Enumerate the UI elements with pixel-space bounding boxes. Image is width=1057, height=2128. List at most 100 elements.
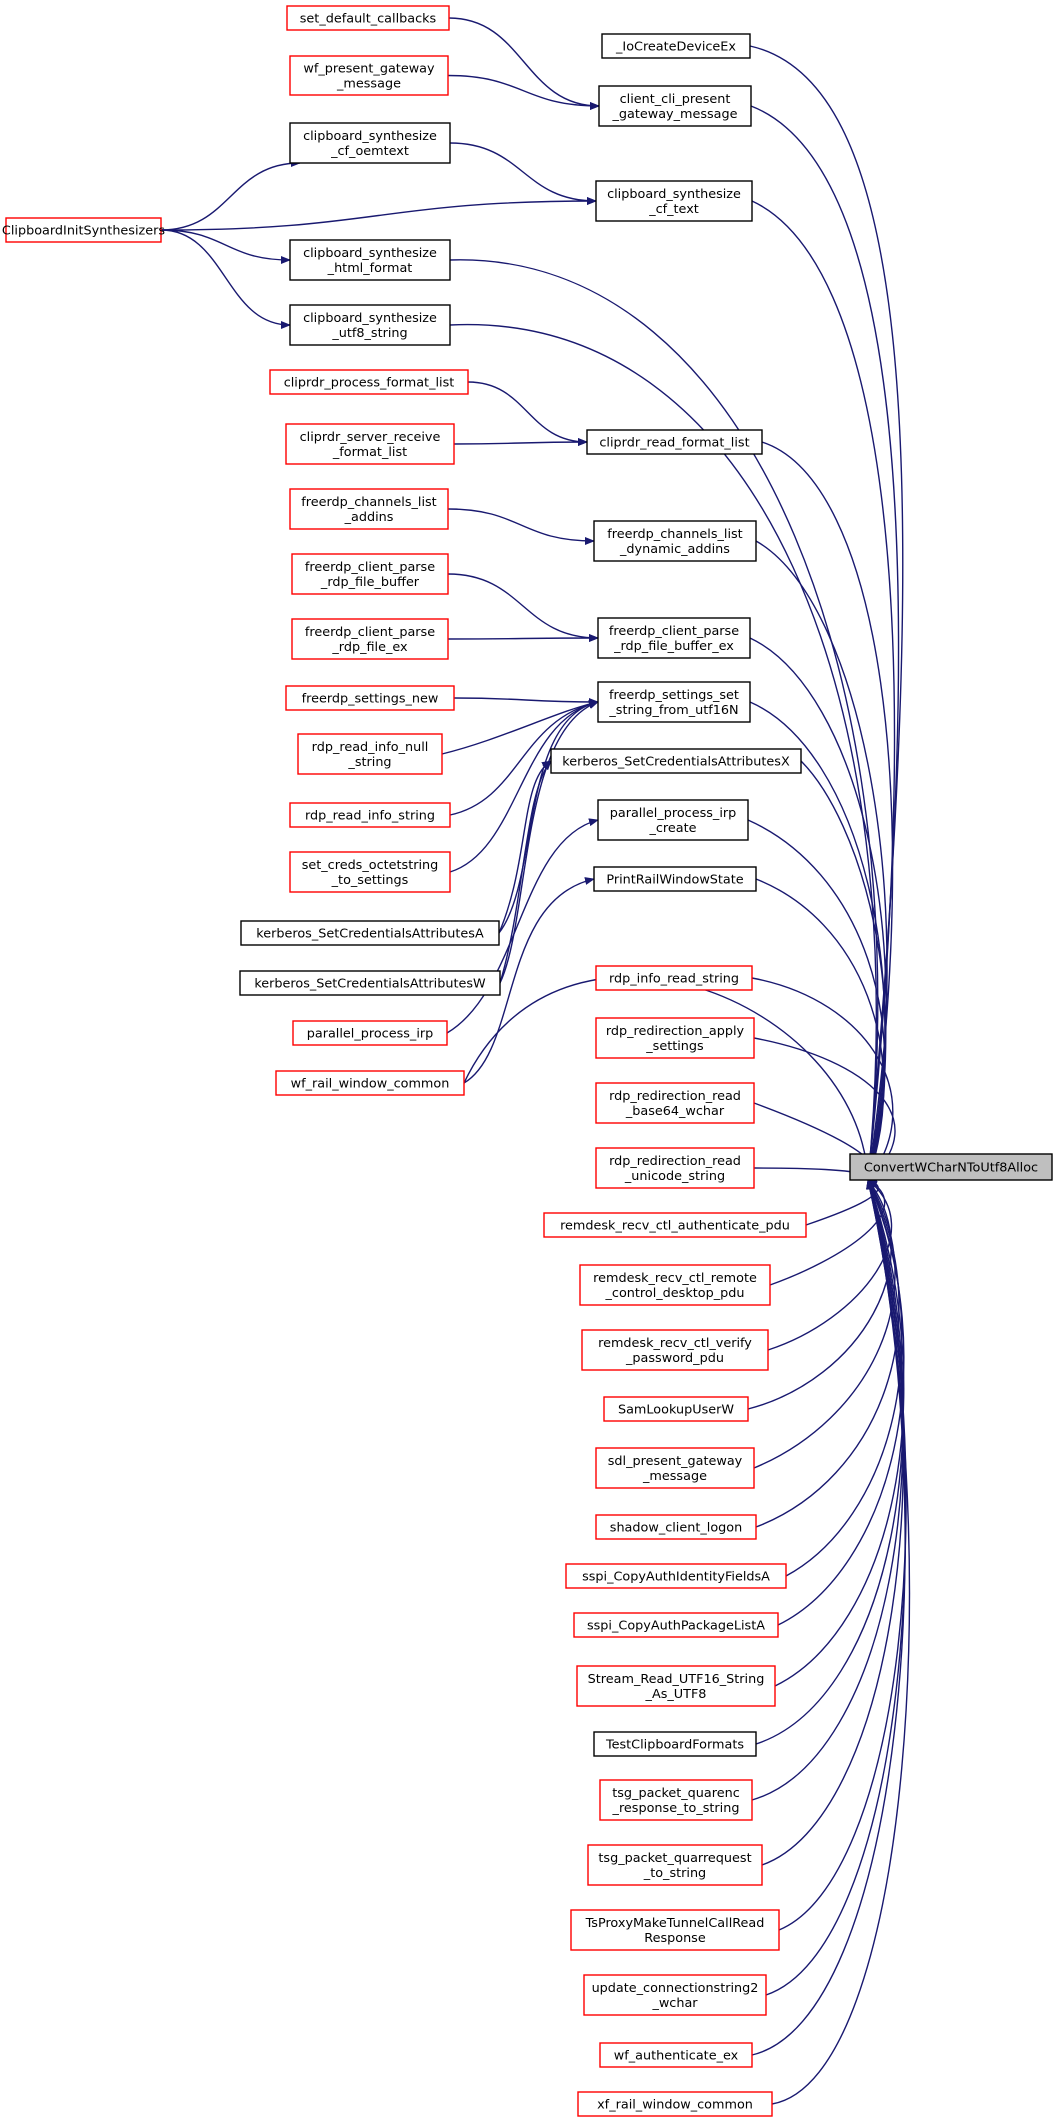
node-fcParseBuf[interactable]: freerdp_client_parse_rdp_file_buffer bbox=[291, 553, 449, 595]
node-printRail[interactable]: PrintRailWindowState bbox=[593, 866, 757, 892]
node-kerbW[interactable]: kerberos_SetCredentialsAttributesW bbox=[239, 970, 501, 996]
node-label: Stream_Read_UTF16_String bbox=[588, 1672, 765, 1687]
node-tsgQuarenc[interactable]: tsg_packet_quarenc_response_to_string bbox=[599, 1779, 753, 1821]
node-xfRail[interactable]: xf_rail_window_common bbox=[577, 2091, 773, 2117]
node-streamRead[interactable]: Stream_Read_UTF16_String_As_UTF8 bbox=[576, 1665, 776, 1707]
node-ppIrp[interactable]: parallel_process_irp bbox=[292, 1020, 448, 1046]
node-label: TestClipboardFormats bbox=[605, 1738, 744, 1753]
node-label: clipboard_synthesize bbox=[607, 187, 741, 202]
node-label: rdp_info_read_string bbox=[609, 972, 739, 987]
node-fcParseBufEx[interactable]: freerdp_client_parse_rdp_file_buffer_ex bbox=[597, 617, 751, 659]
node-setDefCb[interactable]: set_default_callbacks bbox=[286, 5, 450, 31]
node-fsNew[interactable]: freerdp_settings_new bbox=[285, 685, 455, 711]
node-label: _format_list bbox=[332, 445, 407, 460]
node-label: wf_present_gateway bbox=[303, 62, 435, 77]
node-box bbox=[292, 1020, 448, 1046]
node-label: _to_string bbox=[643, 1866, 706, 1881]
node-kerbA[interactable]: kerberos_SetCredentialsAttributesA bbox=[240, 920, 500, 946]
node-label: _to_settings bbox=[331, 873, 409, 888]
node-fcListAddins[interactable]: freerdp_channels_list_addins bbox=[289, 488, 449, 530]
node-label: _wchar bbox=[651, 1996, 698, 2011]
node-box bbox=[603, 1396, 749, 1422]
node-remAuth[interactable]: remdesk_recv_ctl_authenticate_pdu bbox=[543, 1212, 807, 1238]
node-rdpInfoNull[interactable]: rdp_read_info_null_string bbox=[297, 733, 443, 775]
edge-cbInit-to-cbUtf8 bbox=[160, 229, 291, 329]
node-cbInit[interactable]: ClipboardInitSynthesizers bbox=[2, 217, 165, 243]
node-remRemote[interactable]: remdesk_recv_ctl_remote_control_desktop_… bbox=[579, 1264, 771, 1306]
node-label: xf_rail_window_common bbox=[597, 2098, 753, 2113]
node-remVerify[interactable]: remdesk_recv_ctl_verify_password_pdu bbox=[581, 1329, 769, 1371]
node-tsgQuarreq[interactable]: tsg_packet_quarrequest_to_string bbox=[587, 1844, 763, 1886]
node-label: SamLookupUserW bbox=[618, 1403, 734, 1418]
node-setCreds[interactable]: set_creds_octetstring_to_settings bbox=[289, 851, 451, 893]
node-cbText[interactable]: clipboard_synthesize_cf_text bbox=[595, 180, 753, 222]
edge-tsProxy-to-target bbox=[778, 1179, 907, 1931]
node-samLookup[interactable]: SamLookupUserW bbox=[603, 1396, 749, 1422]
node-shadowLogon[interactable]: shadow_client_logon bbox=[595, 1514, 757, 1540]
node-wfRail[interactable]: wf_rail_window_common bbox=[275, 1070, 465, 1096]
edge-cliprdrRead-to-target bbox=[761, 441, 894, 1181]
node-box bbox=[598, 85, 752, 127]
node-cliprdrProc[interactable]: cliprdr_process_format_list bbox=[269, 369, 469, 395]
node-target[interactable]: ConvertWCharNToUtf8Alloc bbox=[849, 1153, 1053, 1181]
node-box bbox=[595, 1017, 755, 1059]
node-box bbox=[543, 1212, 807, 1238]
node-label: sspi_CopyAuthIdentityFieldsA bbox=[582, 1570, 770, 1585]
node-box bbox=[565, 1563, 787, 1589]
edge-streamRead-to-target bbox=[774, 1179, 905, 1687]
node-cbOem[interactable]: clipboard_synthesize_cf_oemtext bbox=[289, 122, 451, 164]
node-rdpRedirUni[interactable]: rdp_redirection_read_unicode_string bbox=[595, 1147, 755, 1189]
node-rdpRedirApply[interactable]: rdp_redirection_apply_settings bbox=[595, 1017, 755, 1059]
node-ioCreate[interactable]: _IoCreateDeviceEx bbox=[601, 33, 751, 59]
edge-cbText-to-target bbox=[751, 200, 896, 1181]
node-kerbX[interactable]: kerberos_SetCredentialsAttributesX bbox=[550, 748, 802, 774]
node-cbUtf8[interactable]: clipboard_synthesize_utf8_string bbox=[289, 304, 451, 346]
node-box bbox=[289, 488, 449, 530]
edge-fcListAddins-to-fcListDyn bbox=[447, 508, 595, 545]
edge-fcParseBufEx-to-target bbox=[749, 637, 887, 1181]
node-wfPresent[interactable]: wf_present_gateway_message bbox=[289, 55, 449, 96]
node-box bbox=[275, 1070, 465, 1096]
node-updConn[interactable]: update_connectionstring2_wchar bbox=[583, 1974, 767, 2016]
edge-kerbW-to-fsSetStr bbox=[499, 701, 599, 984]
node-rdpInfoReadStr[interactable]: rdp_info_read_string bbox=[595, 965, 753, 991]
node-rdpInfoStr[interactable]: rdp_read_info_string bbox=[289, 802, 451, 828]
nodes-layer: ConvertWCharNToUtf8Alloc _IoCreateDeviceE… bbox=[2, 5, 1053, 2117]
node-box bbox=[595, 1447, 755, 1489]
edge-rdpInfoStr-to-fsSetStr bbox=[449, 700, 599, 816]
node-cliprdrSrv[interactable]: cliprdr_server_receive_format_list bbox=[285, 423, 455, 465]
node-fcParseEx[interactable]: freerdp_client_parse_rdp_file_ex bbox=[291, 618, 449, 660]
node-ppIrpCreate[interactable]: parallel_process_irp_create bbox=[597, 799, 749, 841]
node-label: sdl_present_gateway bbox=[608, 1454, 743, 1469]
node-sdlPresent[interactable]: sdl_present_gateway_message bbox=[595, 1447, 755, 1489]
node-label: set_creds_octetstring bbox=[302, 858, 439, 873]
node-box bbox=[597, 681, 751, 723]
node-testClip[interactable]: TestClipboardFormats bbox=[593, 1731, 757, 1757]
node-fcListDyn[interactable]: freerdp_channels_list_dynamic_addins bbox=[593, 520, 757, 562]
node-box bbox=[601, 33, 751, 59]
node-clientCli[interactable]: client_cli_present_gateway_message bbox=[598, 85, 752, 127]
node-label: freerdp_settings_set bbox=[609, 688, 739, 703]
edge-sdlPresent-to-target bbox=[753, 1179, 896, 1469]
node-sspiIdent[interactable]: sspi_CopyAuthIdentityFieldsA bbox=[565, 1563, 787, 1589]
node-wfAuth[interactable]: wf_authenticate_ex bbox=[599, 2042, 753, 2068]
node-cbHtml[interactable]: clipboard_synthesize_html_format bbox=[289, 239, 451, 281]
node-box bbox=[593, 1731, 757, 1757]
node-fsSetStr[interactable]: freerdp_settings_set_string_from_utf16N bbox=[597, 681, 751, 723]
node-box bbox=[593, 520, 757, 562]
node-sspiPkg[interactable]: sspi_CopyAuthPackageListA bbox=[573, 1612, 779, 1638]
node-label: _IoCreateDeviceEx bbox=[615, 40, 736, 55]
node-label: _gateway_message bbox=[611, 107, 737, 122]
node-label: wf_rail_window_common bbox=[291, 1077, 450, 1092]
node-label: _response_to_string bbox=[612, 1801, 740, 1816]
node-label: PrintRailWindowState bbox=[606, 873, 743, 888]
node-cliprdrRead[interactable]: cliprdr_read_format_list bbox=[586, 429, 763, 455]
node-label: tsg_packet_quarrequest bbox=[598, 1851, 751, 1866]
node-label: _create bbox=[648, 821, 696, 836]
node-label: _settings bbox=[645, 1039, 704, 1054]
node-label: update_connectionstring2 bbox=[592, 1981, 759, 1996]
edge-rdpInfoReadStr-to-target bbox=[751, 977, 894, 1181]
node-rdpRedirB64[interactable]: rdp_redirection_read_base64_wchar bbox=[595, 1082, 755, 1124]
